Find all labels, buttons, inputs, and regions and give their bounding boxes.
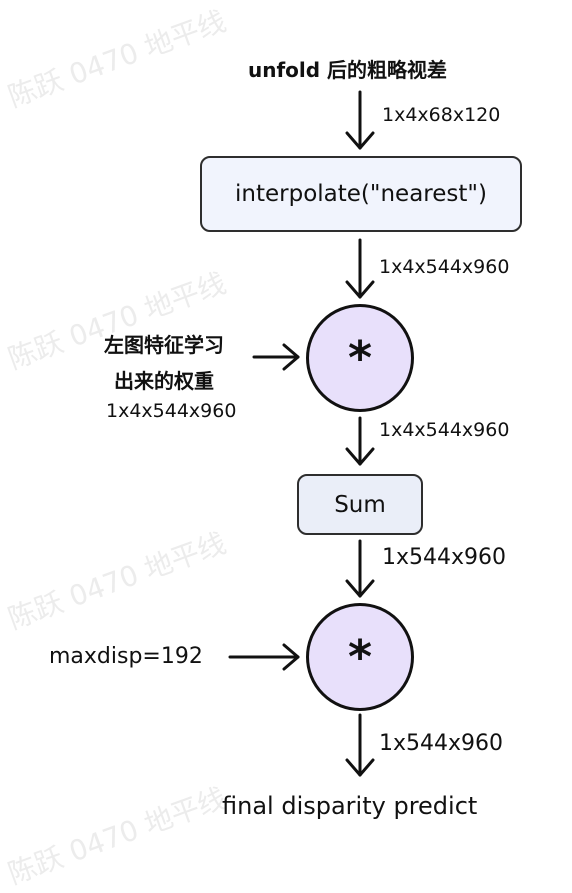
arrow-input-to-interp <box>345 90 375 150</box>
arrow-sum-to-multiply2 <box>345 539 375 598</box>
maxdisp-label: maxdisp=192 <box>49 644 203 669</box>
dim-label-2: 1x4x544x960 <box>379 256 510 278</box>
input-label: unfold 后的粗略视差 <box>248 58 448 82</box>
arrows-layer <box>228 90 375 777</box>
arrow-maxdisp-to-multiply2 <box>228 643 300 671</box>
sum-box: Sum <box>297 474 423 535</box>
dim-label-1: 1x4x68x120 <box>382 104 501 126</box>
weights-label-line1: 左图特征学习 <box>104 333 224 357</box>
weights-label-line2: 出来的权重 <box>114 369 214 393</box>
dim-label-5: 1x544x960 <box>379 731 504 756</box>
multiply-node-2: * <box>306 603 414 711</box>
arrow-multiply2-to-output <box>345 713 375 777</box>
dim-label-3: 1x4x544x960 <box>379 419 510 441</box>
dim-label-4: 1x544x960 <box>382 545 507 570</box>
arrow-interp-to-multiply <box>345 238 375 299</box>
arrow-weights-to-multiply <box>252 343 300 371</box>
output-label: final disparity predict <box>222 792 478 820</box>
multiply-node-1: * <box>306 304 414 412</box>
weights-dim-label: 1x4x544x960 <box>106 400 237 422</box>
arrow-multiply-to-sum <box>345 416 375 466</box>
interpolate-box: interpolate("nearest") <box>200 156 522 232</box>
